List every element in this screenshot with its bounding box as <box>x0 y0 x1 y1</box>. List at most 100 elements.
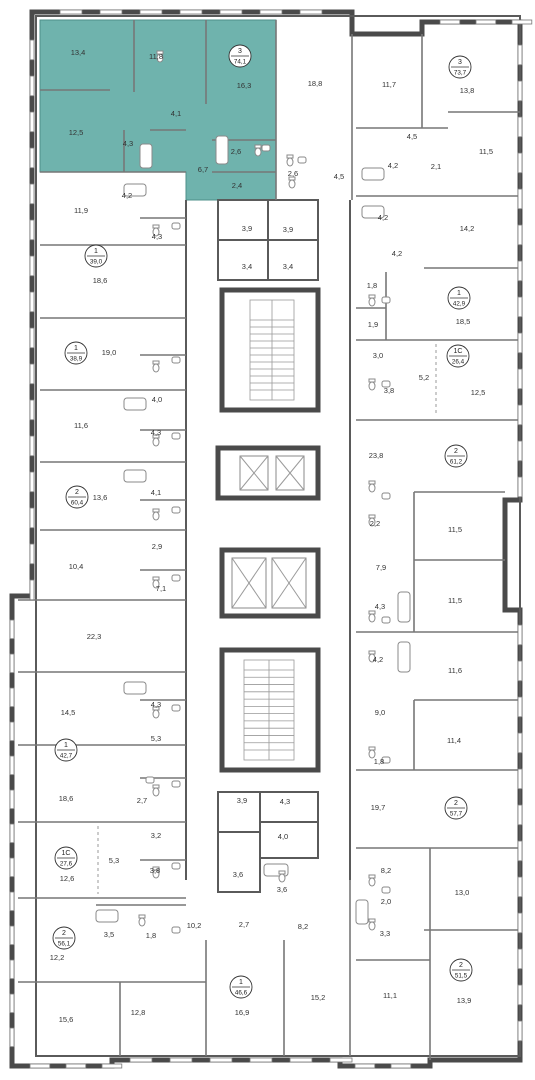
apartment-badge[interactable]: 261,2 <box>444 444 468 468</box>
window <box>329 1057 353 1063</box>
room-area-label: 3,0 <box>373 351 383 360</box>
room-area-label: 13,4 <box>71 48 86 57</box>
room-area-label: 3,4 <box>242 262 252 271</box>
window <box>29 507 35 529</box>
window <box>517 188 523 210</box>
room-area-label: 16,3 <box>237 81 252 90</box>
room-area-label: 7,1 <box>156 584 166 593</box>
room-area-label: 1,8 <box>374 757 384 766</box>
window <box>9 755 15 776</box>
room-area-label: 3,8 <box>384 386 394 395</box>
room-area-label: 3,3 <box>380 929 390 938</box>
bathtub <box>123 183 147 197</box>
room-area-label: 4,3 <box>123 139 133 148</box>
apartment-badge[interactable]: 139,0 <box>84 244 108 268</box>
room-area-label: 4,2 <box>392 249 402 258</box>
room-area-label: 11,9 <box>74 206 88 215</box>
sink <box>381 756 391 764</box>
window <box>517 876 523 898</box>
room-area-label: 5,2 <box>419 373 429 382</box>
room-area-label: 11,6 <box>448 666 462 675</box>
toilet <box>286 154 294 167</box>
room-area-label: 15,6 <box>59 1015 74 1024</box>
toilet <box>138 914 146 927</box>
toilet <box>368 480 376 493</box>
toilet <box>368 650 376 663</box>
room-area-label: 4,1 <box>151 488 161 497</box>
sink <box>297 156 307 164</box>
window <box>517 624 523 646</box>
apartment-badge[interactable]: 142,9 <box>447 286 471 310</box>
room-area-label: 19,0 <box>102 348 117 357</box>
window <box>517 80 523 102</box>
apartment-badge[interactable]: 146,6 <box>229 975 253 999</box>
sink <box>381 616 391 624</box>
sink <box>381 380 391 388</box>
apartment-area: 46,6 <box>235 990 248 997</box>
sink <box>171 432 181 440</box>
toilet <box>152 706 160 719</box>
apartment-badge[interactable]: 373,7 <box>448 55 472 79</box>
window <box>209 1057 233 1063</box>
elevator-block-2 <box>219 547 321 619</box>
apartment-badge[interactable]: 138,9 <box>64 341 88 365</box>
apartment-type: 2 <box>62 930 66 937</box>
sink <box>171 926 181 934</box>
room-area-label: 13,0 <box>455 888 470 897</box>
window <box>9 823 15 844</box>
apartment-badge[interactable]: 142,7 <box>54 738 78 762</box>
apartment-type: 3 <box>458 59 462 66</box>
room-area-label: 3,8 <box>150 866 160 875</box>
room-area-label: 12,8 <box>131 1008 146 1017</box>
window <box>29 219 35 241</box>
room-area-label: 18,6 <box>59 794 74 803</box>
room-area-label: 11,5 <box>448 525 462 534</box>
window <box>517 476 523 498</box>
window <box>99 9 123 15</box>
room-area-label: 6,7 <box>198 165 208 174</box>
room-area-label: 2,6 <box>231 147 241 156</box>
apartment-badge[interactable]: 260,4 <box>65 485 89 509</box>
room-area-label: 2,1 <box>431 162 441 171</box>
apartment-badge[interactable]: 251,5 <box>449 958 473 982</box>
sink <box>171 574 181 582</box>
left-wing-walls <box>18 20 351 1056</box>
bathtub <box>123 681 147 695</box>
bathtub <box>95 909 119 923</box>
apartment-area: 73,7 <box>454 70 467 77</box>
apartment-badge[interactable]: 257,7 <box>444 796 468 820</box>
room-area-label: 2,2 <box>370 519 380 528</box>
window <box>517 440 523 462</box>
bathtub <box>139 143 153 169</box>
sink <box>171 222 181 230</box>
apartment-badge[interactable]: 374,1 <box>228 44 252 68</box>
room-area-label: 2,9 <box>152 542 162 551</box>
window <box>29 147 35 169</box>
toilet <box>368 294 376 307</box>
window <box>9 653 15 674</box>
room-area-label: 2,0 <box>381 897 391 906</box>
window <box>517 404 523 426</box>
room-area-label: 14,2 <box>460 224 475 233</box>
apartment-badge[interactable]: 256,1 <box>52 926 76 950</box>
window <box>9 857 15 878</box>
windows <box>9 9 533 1069</box>
sink <box>171 862 181 870</box>
toilet <box>368 918 376 931</box>
apartment-area: 51,5 <box>455 973 468 980</box>
window <box>475 19 497 25</box>
sink <box>171 780 181 788</box>
room-area-label: 4,0 <box>278 832 288 841</box>
toilet <box>152 508 160 521</box>
bathtub <box>397 641 411 673</box>
room-area-label: 4,3 <box>152 232 162 241</box>
bathtub <box>361 167 385 181</box>
window <box>169 1057 193 1063</box>
bathtub <box>361 205 385 219</box>
bathtub <box>215 135 229 165</box>
